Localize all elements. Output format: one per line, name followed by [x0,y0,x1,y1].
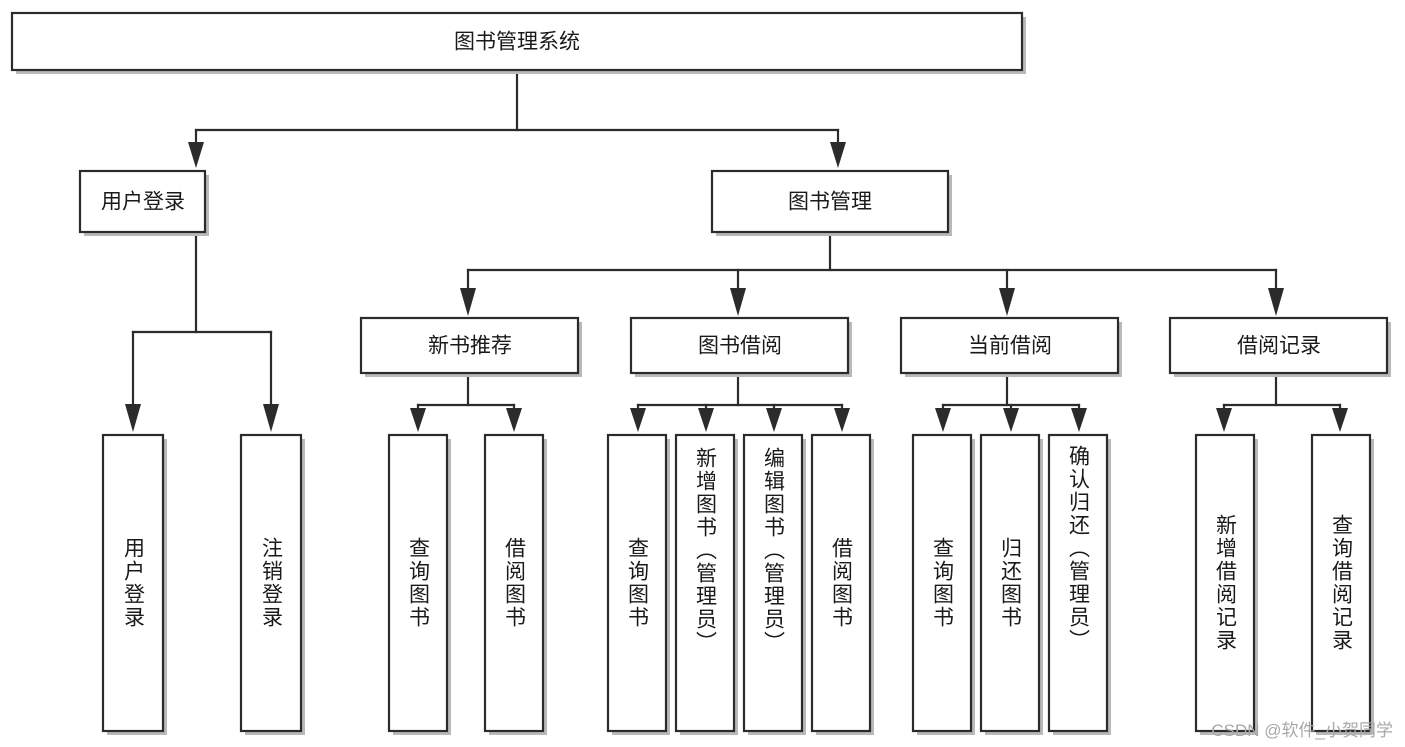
leaf-box-bookborrow-1[interactable] [606,433,668,733]
leaf-box-borrowrecord-1[interactable] [1194,433,1256,733]
arrow-head-borrow-record [1268,288,1284,316]
leaf-boxes-current-borrow [911,433,1111,735]
leaf-boxes-borrow-record [1194,433,1374,735]
connector-bookborrow-to-leaves [630,371,850,432]
user-login-label: 用户登录 [101,191,185,214]
leaf-label-borrowrecord-2: 查询借阅记录 [1329,514,1353,652]
arrow-head-bookborrow-leaf-1 [630,408,646,432]
leaf-label-currentborrow-3: 确认归还（管理员） [1066,445,1090,652]
leaf-label-borrowrecord-1: 新增借阅记录 [1213,514,1237,652]
leaf-box-currentborrow-2[interactable] [979,433,1041,733]
leaf-label-bookborrow-3: 编辑图书（管理员） [761,447,785,654]
arrow-head-borrowrecord-leaf-2 [1332,408,1348,432]
new-book-recommend-label: 新书推荐 [428,335,512,358]
node-user-login[interactable]: 用户登录 [78,169,209,236]
leaf-label-newbook-2: 借阅图书 [502,537,526,629]
leaf-label-bookborrow-1: 查询图书 [625,537,649,629]
node-new-book-recommend[interactable]: 新书推荐 [359,316,582,377]
arrow-head-borrowrecord-leaf-1 [1216,408,1232,432]
arrow-head-book-manage [830,142,846,168]
arrow-head-newbook-leaf-1 [410,408,426,432]
arrow-head-leaf-user-login-1 [125,404,141,432]
node-book-borrow[interactable]: 图书借阅 [629,316,852,377]
leaf-boxes-user-login [101,433,305,735]
leaf-boxes-new-book-recommend [387,433,547,735]
arrow-head-currentborrow-leaf-1 [935,408,951,432]
arrow-head-leaf-user-login-2 [263,404,279,432]
leaf-label-newbook-1: 查询图书 [406,537,430,629]
leaf-box-currentborrow-1[interactable] [911,433,973,733]
arrow-head-book-borrow [730,288,746,316]
new-book-recommend-box [359,316,580,375]
leaf-box-currentborrow-3[interactable] [1047,433,1109,733]
leaf-box-newbook-2[interactable] [483,433,545,733]
leaf-label-bookborrow-4: 借阅图书 [829,537,853,629]
borrow-record-box [1168,316,1389,375]
book-borrow-box [629,316,850,375]
arrow-head-bookborrow-leaf-2 [698,408,714,432]
root-label: 图书管理系统 [454,31,580,54]
connector-borrowrecord-to-leaves [1216,371,1348,432]
connector-userlogin-to-leaves [125,230,279,432]
leaf-box-bookborrow-4[interactable] [810,433,872,733]
borrow-record-label: 借阅记录 [1237,335,1321,358]
book-borrow-label: 图书借阅 [698,335,782,358]
leaf-box-bookborrow-2[interactable] [674,433,736,733]
arrow-head-currentborrow-leaf-3 [1071,408,1087,432]
leaf-box-newbook-1[interactable] [387,433,449,733]
connector-root-to-level1 [188,68,846,168]
arrow-head-newbook-leaf-2 [506,408,522,432]
leaf-label-bookborrow-2: 新增图书（管理员） [693,447,717,654]
arrow-head-current-borrow [999,288,1015,316]
root-box [10,11,1024,72]
leaf-label-currentborrow-1: 查询图书 [930,537,954,629]
node-current-borrow[interactable]: 当前借阅 [899,316,1122,377]
current-borrow-box [899,316,1120,375]
node-borrow-record[interactable]: 借阅记录 [1168,316,1391,377]
book-management-box [710,169,950,234]
leaf-label-user-login-1: 用户登录 [121,537,145,629]
user-login-box [78,169,207,234]
node-book-management[interactable]: 图书管理 [710,169,952,236]
leaf-box-user-login-2[interactable] [239,433,303,733]
leaf-label-user-login-2: 注销登录 [259,537,283,629]
leaf-label-currentborrow-2: 归还图书 [998,537,1022,629]
arrow-head-bookborrow-leaf-4 [834,408,850,432]
book-management-label: 图书管理 [788,191,872,214]
leaf-box-borrowrecord-2[interactable] [1310,433,1372,733]
connector-bookmanage-to-level2 [460,230,1284,316]
connector-currentborrow-to-leaves [935,371,1087,432]
arrow-head-new-book [460,288,476,316]
leaf-box-user-login-1[interactable] [101,433,165,733]
current-borrow-label: 当前借阅 [968,335,1052,358]
leaf-box-bookborrow-3[interactable] [742,433,804,733]
arrow-head-bookborrow-leaf-3 [766,408,782,432]
arrow-head-user-login [188,142,204,168]
node-root-book-management-system[interactable]: 图书管理系统 [10,11,1026,74]
watermark-text: CSDN @软件_小贺同学 [1211,721,1393,740]
leaf-boxes-book-borrow [606,433,874,735]
arrow-head-currentborrow-leaf-2 [1003,408,1019,432]
connector-newbook-to-leaves [410,371,522,432]
